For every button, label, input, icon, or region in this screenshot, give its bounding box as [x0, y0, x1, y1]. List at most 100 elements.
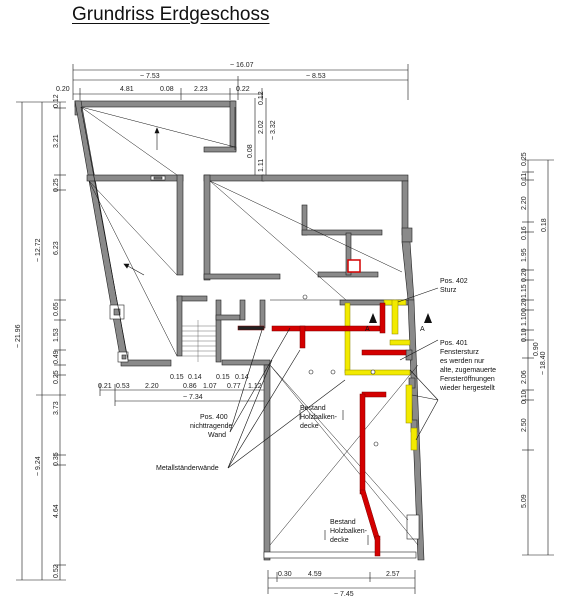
dim-mid-7: 0.15: [216, 374, 230, 381]
section-marker: [369, 313, 432, 323]
dim-mid-6: 1.07: [203, 383, 217, 390]
room-outline-left: [80, 106, 236, 361]
dim-bottom-1: 4.59: [308, 571, 322, 578]
dim-right-col-2: 2.20: [521, 196, 528, 210]
dim-left-col-0: 0.12: [53, 94, 60, 108]
pos401-line-5: wieder hergestellt: [439, 385, 495, 392]
bestand1-line-2: decke: [300, 423, 319, 430]
dim-right-col-3: 0.16: [521, 226, 528, 240]
dim-top-2: 0.08: [160, 86, 174, 93]
dim-bottom-0: 0.30: [278, 571, 292, 578]
dim-top-right: ~ 8.53: [306, 73, 326, 80]
left-col-labels: 0.12 3.21 0.25 6.23 0.65 1.53 0.49 0.25 …: [53, 94, 60, 578]
section-label-left: A: [365, 326, 370, 333]
dim-left-col-5: 1.53: [53, 328, 60, 342]
dim-right-col-11: 0.90: [533, 342, 540, 356]
label-metallstaenderwaende: Metallständerwände: [156, 465, 219, 472]
dim-right-col-12: 2.06: [521, 370, 528, 384]
label-pos402: Pos. 402 Sturz: [440, 278, 468, 294]
dim-mid-3: 0.15: [170, 374, 184, 381]
pos400-line-2: Wand: [208, 432, 226, 439]
dim-top-1: 4.81: [120, 86, 134, 93]
span-arrows: [123, 127, 369, 545]
inner-vertical-dims: [254, 98, 267, 178]
dim-left-outer: ~ 21.96: [15, 324, 22, 348]
dim-inner-0: 0.12: [258, 91, 265, 105]
dim-mid-1: 0.53: [116, 383, 130, 390]
dim-right-col-8: 0.20: [521, 298, 528, 312]
dim-right-col-4: 0.18: [541, 218, 548, 232]
dim-right-col-1: 0.11: [521, 173, 528, 186]
right-col-labels: 0.25 0.11 2.20 0.16 0.18 1.95 0.20 1.15 …: [521, 152, 548, 508]
dim-inner-4: 1.11: [258, 159, 265, 172]
left-dimensions: [16, 101, 66, 581]
dim-right-col-0: 0.25: [521, 152, 528, 166]
pos402-line-0: Pos. 402: [440, 278, 468, 285]
pos400-line-1: nichttragende: [190, 423, 233, 430]
dim-right-col-5: 1.95: [521, 248, 528, 262]
dim-bottom-total: ~ 7.45: [334, 591, 354, 598]
lintels: [344, 299, 418, 451]
label-bestand-2: Bestand Holzbalken- decke: [330, 519, 368, 544]
dim-mid-10: 1.12: [248, 383, 262, 390]
dim-mid-0: 0.21: [98, 383, 112, 390]
dim-mid-9: 0.77: [227, 383, 241, 390]
dim-left-lower: ~ 9.24: [35, 456, 42, 476]
right-dimensions: [522, 159, 554, 556]
section-label-right: A: [420, 326, 425, 333]
pos401-line-2: es werden nur: [440, 358, 485, 365]
dim-right-outer: ~ 18.40: [540, 351, 547, 375]
dim-top-4: 0.22: [236, 86, 250, 93]
pos402-line-1: Sturz: [440, 287, 457, 294]
dim-mid-total: ~ 7.34: [183, 394, 203, 401]
dim-left-col-4: 0.65: [53, 302, 60, 316]
drawing-title: Grundriss Erdgeschoss: [72, 4, 270, 25]
label-bestand-1: Bestand Holzbalken- decke: [300, 405, 338, 430]
top-dimensions: [72, 64, 409, 100]
bestand1-line-0: Bestand: [300, 405, 326, 412]
dim-left-col-1: 3.21: [53, 134, 60, 148]
dim-top-3: 2.23: [194, 86, 208, 93]
pos400-line-0: Pos. 400: [200, 414, 228, 421]
bestand2-line-1: Holzbalken-: [330, 528, 368, 535]
pos401-line-0: Pos. 401: [440, 340, 468, 347]
dim-top-left: ~ 7.53: [140, 73, 160, 80]
posts: [302, 294, 379, 447]
dim-left-col-11: 0.52: [53, 564, 60, 578]
dim-right-col-9: 1.10: [521, 312, 528, 326]
label-pos400: Pos. 400 nichttragende Wand: [190, 414, 233, 439]
bestand2-line-2: decke: [330, 537, 349, 544]
dim-right-col-14: 2.50: [521, 418, 528, 432]
dim-left-col-7: 0.25: [53, 370, 60, 384]
mid-row-labels: 0.21 0.53 2.20 0.15 0.14 0.86 1.07 0.15 …: [98, 374, 262, 390]
bestand1-line-1: Holzbalken-: [300, 414, 338, 421]
dim-left-col-2: 0.25: [53, 178, 60, 192]
bestand2-line-0: Bestand: [330, 519, 356, 526]
dim-right-col-7: 1.15: [521, 284, 528, 298]
dim-inner-1: 2.02: [258, 120, 265, 134]
pos401-line-3: alte, zugemauerte: [440, 367, 496, 374]
dim-right-col-13: 0.10: [521, 390, 528, 404]
dim-right-col-15: 5.09: [521, 494, 528, 508]
dim-left-col-10: 4.64: [53, 504, 60, 518]
pos401-line-1: Fenstersturz: [440, 349, 479, 356]
existing-walls: [74, 100, 425, 561]
ceiling-diagonals: [80, 106, 419, 546]
bottom-dimensions: [267, 570, 416, 594]
dim-right-col-10: 0.10: [521, 328, 528, 342]
leader-lines: [227, 287, 439, 469]
dim-mid-5: 0.86: [183, 383, 197, 390]
dim-mid-2: 2.20: [145, 383, 159, 390]
dim-left-col-9: 0.35: [53, 452, 60, 466]
dim-right-col-6: 0.20: [521, 268, 528, 282]
dim-left-col-8: 3.73: [53, 401, 60, 415]
dim-inner-2: ~ 3.32: [270, 120, 277, 140]
label-pos401: Pos. 401 Fenstersturz es werden nur alte…: [439, 340, 496, 392]
dim-left-col-3: 6.23: [53, 241, 60, 255]
dim-bottom-2: 2.57: [386, 571, 400, 578]
new-walls: [237, 302, 407, 557]
dim-inner-3: 0.08: [247, 144, 254, 158]
dim-mid-4: 0.14: [188, 374, 202, 381]
dim-top-0: 0.20: [56, 86, 70, 93]
